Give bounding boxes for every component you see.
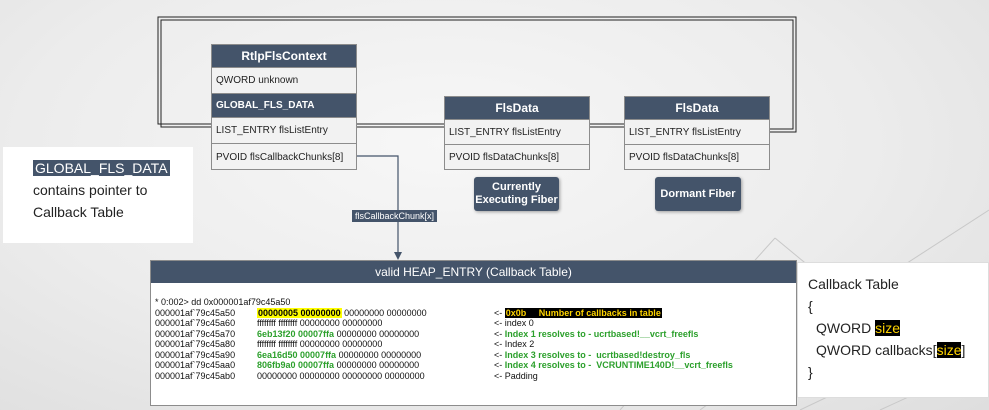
fls-data-row-list-entry: LIST_ENTRY flsListEntry	[625, 119, 769, 144]
heap-row-arrow: <-	[494, 318, 505, 328]
note-line-2: contains pointer to	[33, 182, 148, 198]
rtlp-fls-context-title: RtlpFlsContext	[212, 45, 356, 67]
struct-field-callbacks-type: QWORD callbacks[	[816, 342, 937, 358]
heap-row-comment-text: 0x0b Number of callbacks in table	[504, 307, 662, 318]
rtlp-row-list-entry: LIST_ENTRY flsListEntry	[212, 117, 356, 143]
heap-row-comment-text: Padding	[504, 370, 538, 381]
fls-data-box-current: FlsData LIST_ENTRY flsListEntry PVOID fl…	[444, 96, 590, 170]
heap-row-hex-rest: 00000000 00000000	[341, 307, 427, 318]
heap-row-hex: 00000005 00000000 00000000 00000000	[257, 307, 427, 318]
heap-row-comment-text: Index 4 resolves to - VCRUNTIME140D!__vc…	[504, 360, 733, 370]
heap-row-hex: 00000000 00000000 00000000 00000000	[257, 371, 425, 381]
global-fls-data-note: GLOBAL_FLS_DATA contains pointer to Call…	[3, 147, 193, 243]
list-entry-loop	[157, 16, 797, 133]
fls-data-row-data-chunks: PVOID flsDataChunks[8]	[445, 144, 589, 169]
heap-row-comment: <- Padding	[494, 371, 538, 381]
heap-row-comment-text: index 0	[504, 318, 534, 328]
struct-field-callbacks-highlight: size	[936, 342, 962, 358]
heap-dump-row: 000001af`79c45a50 00000005 00000000 00000…	[155, 307, 796, 319]
heap-dump-row: 000001af`79c45a70 6eb13f20 00007ffa 00000…	[155, 329, 796, 340]
heap-row-comment-text: Index 1 resolves to - ucrtbased!__vcrt_f…	[504, 328, 699, 339]
heap-row-arrow: <-	[494, 360, 505, 370]
heap-rows: 000001af`79c45a50 00000005 00000000 00000…	[155, 307, 796, 382]
heap-command: * 0:002> dd 0x000001af79c45a50	[155, 297, 291, 307]
heap-row-hex-rest: 00000000 00000000 00000000 00000000	[257, 370, 425, 381]
currently-executing-fiber-label: Currently Executing Fiber	[474, 177, 559, 211]
heap-row-address: 000001af`79c45a70	[155, 328, 236, 339]
heap-dump-row: 000001af`79c45ab0 00000000 00000000 00000…	[155, 371, 796, 382]
heap-row-hex-rest: 00000000 00000000	[334, 328, 420, 339]
heap-row-hex-rest: 00000000 00000000	[336, 349, 422, 360]
fls-data-row-data-chunks: PVOID flsDataChunks[8]	[625, 144, 769, 169]
callback-chunk-arrow-label: flsCallbackChunk[x]	[352, 210, 438, 222]
heap-row-comment: <- Index 3 resolves to - ucrtbased!destr…	[494, 350, 690, 360]
heap-command-line: * 0:002> dd 0x000001af79c45a50	[155, 297, 796, 308]
struct-field-size-highlight: size	[875, 320, 901, 336]
heap-row-arrow: <-	[494, 307, 505, 318]
heap-entry-callback-table: valid HEAP_ENTRY (Callback Table) * 0:00…	[150, 260, 797, 406]
rtlp-row-callback-chunks: PVOID flsCallbackChunks[8]	[212, 143, 356, 170]
heap-dump: * 0:002> dd 0x000001af79c45a50 000001af`…	[151, 283, 796, 381]
heap-row-hex-rest: ffffffff ffffffff 00000000 00000000	[257, 339, 383, 349]
heap-row-comment: <- Index 2	[494, 339, 534, 349]
struct-title: Callback Table	[808, 276, 899, 292]
fls-data-row-list-entry: LIST_ENTRY flsListEntry	[445, 119, 589, 144]
note-line-3: Callback Table	[33, 204, 124, 220]
callback-table-struct-note: Callback Table { QWORD size QWORD callba…	[797, 262, 989, 398]
heap-dump-row: 000001af`79c45a60 ffffffff ffffffff 00000…	[155, 318, 796, 329]
heap-row-comment-text: Index 3 resolves to - ucrtbased!destroy_…	[504, 349, 691, 360]
heap-row-comment: <- Index 1 resolves to - ucrtbased!__vcr…	[494, 329, 698, 339]
heap-row-hex-highlight: 806fb9a0 00007ffa	[257, 360, 335, 370]
struct-field-size: QWORD size	[808, 317, 988, 339]
rtlp-fls-context-box: RtlpFlsContext QWORD unknown GLOBAL_FLS_…	[211, 44, 357, 170]
heap-row-address: 000001af`79c45aa0	[155, 360, 236, 370]
struct-field-callbacks: QWORD callbacks[size]	[808, 339, 988, 361]
rtlp-row-unknown: QWORD unknown	[212, 67, 356, 93]
struct-open-brace: {	[808, 298, 813, 314]
heap-entry-title: valid HEAP_ENTRY (Callback Table)	[151, 261, 796, 283]
heap-row-comment: <- 0x0b Number of callbacks in table	[494, 307, 662, 318]
heap-row-arrow: <-	[494, 370, 505, 381]
heap-dump-row: 000001af`79c45a80 ffffffff ffffffff 00000…	[155, 339, 796, 350]
struct-close-brace: }	[808, 364, 813, 380]
heap-row-address: 000001af`79c45a50	[155, 307, 236, 318]
heap-row-hex-rest: 00000000 00000000	[334, 360, 420, 370]
heap-row-hex: 806fb9a0 00007ffa 00000000 00000000	[257, 360, 419, 370]
heap-row-comment: <- index 0	[494, 318, 534, 328]
fls-data-title-dormant: FlsData	[625, 97, 769, 119]
callback-chunk-arrow	[356, 155, 402, 260]
note-highlight-global-fls-data: GLOBAL_FLS_DATA	[33, 160, 170, 176]
struct-field-size-type: QWORD	[816, 320, 876, 336]
heap-row-hex-highlight: 6eb13f20 00007ffa	[257, 328, 335, 339]
heap-row-hex-highlight: 6ea16d50 00007ffa	[257, 349, 337, 360]
heap-row-address: 000001af`79c45a90	[155, 349, 236, 360]
heap-row-hex: 6eb13f20 00007ffa 00000000 00000000	[257, 329, 419, 339]
fls-data-box-dormant: FlsData LIST_ENTRY flsListEntry PVOID fl…	[624, 96, 770, 170]
heap-row-address: 000001af`79c45ab0	[155, 370, 236, 381]
heap-row-hex: ffffffff ffffffff 00000000 00000000	[257, 339, 382, 349]
rtlp-row-global-fls-data: GLOBAL_FLS_DATA	[212, 93, 356, 117]
heap-row-arrow: <-	[494, 349, 505, 360]
heap-dump-row: 000001af`79c45a90 6ea16d50 00007ffa 00000…	[155, 350, 796, 361]
fls-data-title-current: FlsData	[445, 97, 589, 119]
heap-row-arrow: <-	[494, 328, 505, 339]
heap-row-address: 000001af`79c45a60	[155, 318, 236, 328]
dormant-fiber-label: Dormant Fiber	[655, 177, 741, 211]
heap-row-address: 000001af`79c45a80	[155, 339, 236, 349]
heap-row-comment: <- Index 4 resolves to - VCRUNTIME140D!_…	[494, 360, 733, 370]
heap-row-hex-rest: ffffffff ffffffff 00000000 00000000	[257, 318, 383, 328]
heap-row-hex-highlight: 00000005 00000000	[257, 307, 342, 318]
heap-row-hex: ffffffff ffffffff 00000000 00000000	[257, 318, 382, 328]
struct-field-callbacks-close: ]	[961, 342, 966, 358]
heap-row-comment-text: Index 2	[504, 339, 535, 349]
heap-dump-row: 000001af`79c45aa0 806fb9a0 00007ffa 00000…	[155, 360, 796, 371]
heap-row-arrow: <-	[494, 339, 505, 349]
heap-row-hex: 6ea16d50 00007ffa 00000000 00000000	[257, 350, 421, 360]
